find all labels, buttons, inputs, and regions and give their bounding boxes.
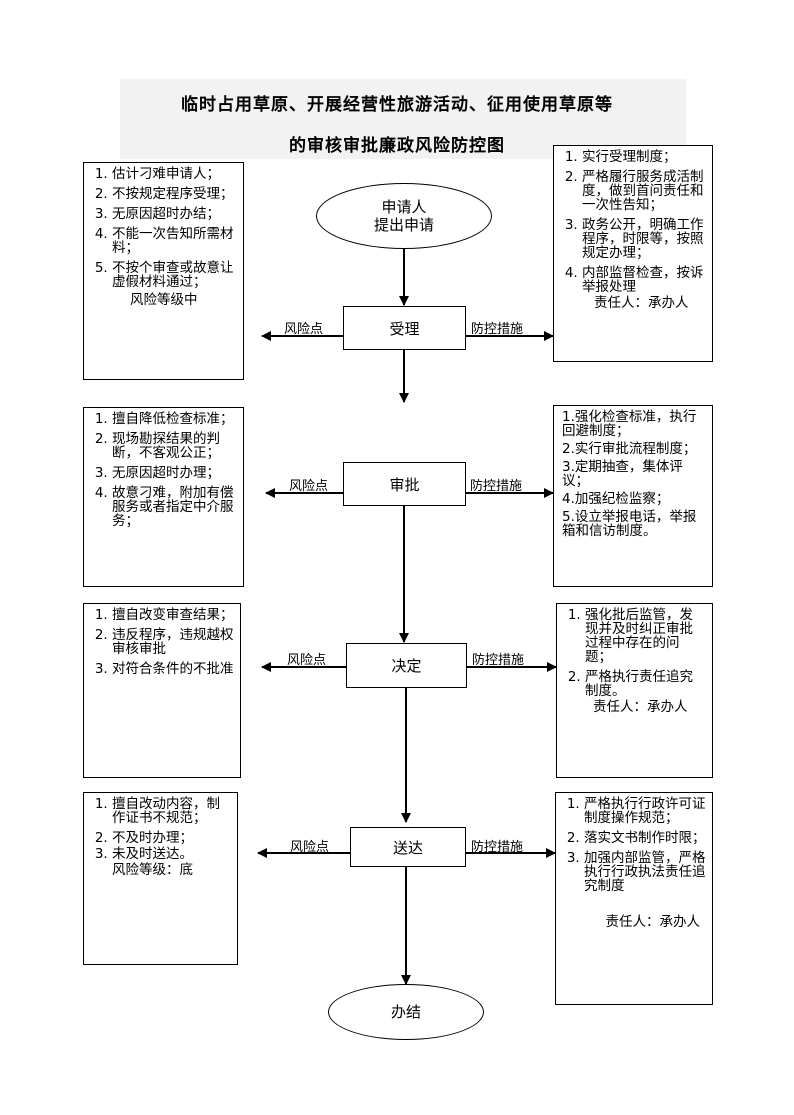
step-label-1: 受理 — [389, 319, 420, 338]
step-box-2: 审批 — [343, 462, 466, 506]
control-3-item: 强化批后监管，发现并及时纠正审批过程中存在的问题； — [585, 608, 706, 664]
risk-label-4: 风险点 — [290, 840, 330, 855]
control-1-item: 实行受理制度； — [582, 150, 706, 164]
control-label-4: 防控措施 — [471, 840, 524, 855]
risk-3-item: 对符合条件的不批准 — [112, 662, 234, 676]
risk-1-item: 估计刁难申请人； — [112, 167, 237, 181]
start-line2: 提出申请 — [373, 216, 434, 234]
risk-label-2: 风险点 — [289, 479, 329, 494]
control-2-item: 5.设立举报电话，举报箱和信访制度。 — [562, 509, 697, 539]
step-box-4: 送达 — [350, 827, 466, 867]
risk-box-3: 擅自改变审查结果； 违反程序，违规越权审核审批 对符合条件的不批准 — [83, 603, 241, 778]
risk-box-1: 估计刁难申请人； 不按规定程序受理； 无原因超时办结； 不能一次告知所需材料； … — [83, 162, 244, 380]
control-2-item: 4.加强纪检监察； — [562, 491, 670, 507]
control-4-responsible: 责任人：承办人 — [605, 914, 701, 930]
step-label-2: 审批 — [389, 475, 420, 494]
risk-label-1: 风险点 — [284, 322, 324, 337]
end-node: 办结 — [328, 984, 484, 1040]
risk-1-item: 不按规定程序受理； — [112, 187, 237, 201]
start-line1: 申请人 — [381, 198, 427, 216]
control-label-2: 防控措施 — [470, 479, 523, 494]
risk-box-4: 擅自改动内容，制作证书不规范； 不及时办理； 未及时送达。 风险等级：底 — [83, 792, 238, 965]
risk-1-item: 无原因超时办结； — [112, 207, 237, 221]
control-4-item: 严格执行行政许可证制度操作规范； — [584, 797, 706, 825]
risk-4-item: 不及时办理； — [112, 831, 231, 845]
risk-2-item: 故意刁难，附加有偿服务或者指定中介服务； — [112, 486, 237, 528]
risk-2-item: 无原因超时办理； — [112, 466, 237, 480]
control-1-item: 内部监督检查，按诉举报处理 — [582, 266, 706, 294]
control-1-item: 严格履行服务成活制度，做到首问责任和一次性告知； — [582, 170, 706, 212]
control-1-responsible: 责任人：承办人 — [594, 295, 689, 311]
risk-2-item: 现场勘探结果的判断，不客观公正； — [112, 432, 237, 460]
risk-4-level: 风险等级：底 — [112, 862, 193, 878]
control-box-2: 1.强化检查标准，执行回避制度； 2.实行审批流程制度； 3.定期抽查，集体评议… — [553, 405, 713, 587]
control-3-responsible: 责任人：承办人 — [593, 699, 688, 715]
risk-3-item: 擅自改变审查结果； — [112, 608, 234, 622]
risk-1-item: 不按个审查或故意让虚假材料通过； — [112, 261, 237, 289]
risk-1-level: 风险等级中 — [130, 292, 198, 308]
control-2-item: 2.实行审批流程制度； — [562, 441, 697, 457]
risk-1-item: 不能一次告知所需材料； — [112, 227, 237, 255]
risk-2-item: 擅自降低检查标准； — [112, 412, 237, 426]
step-label-3: 决定 — [391, 657, 422, 675]
step-box-3: 决定 — [346, 643, 467, 688]
diagram-title-line2: 的审核审批廉政风险防控图 — [289, 136, 505, 156]
control-2-item: 3.定期抽查，集体评议； — [562, 459, 683, 489]
risk-4-item: 擅自改动内容，制作证书不规范； — [112, 797, 231, 825]
risk-box-2: 擅自降低检查标准； 现场勘探结果的判断，不客观公正； 无原因超时办理； 故意刁难… — [83, 407, 244, 587]
control-box-4: 严格执行行政许可证制度操作规范； 落实文书制作时限； 加强内部监管，严格执行行政… — [555, 792, 713, 1005]
start-node: 申请人 提出申请 — [316, 183, 492, 249]
control-1-item: 政务公开，明确工作程序，时限等，按照规定办理； — [582, 218, 706, 260]
control-4-item: 落实文书制作时限； — [584, 831, 706, 845]
control-2-item: 1.强化检查标准，执行回避制度； — [562, 409, 697, 439]
control-box-3: 强化批后监管，发现并及时纠正审批过程中存在的问题； 严格执行责任追究制度。 责任… — [556, 603, 713, 778]
control-3-item: 严格执行责任追究制度。 — [585, 670, 706, 698]
risk-label-3: 风险点 — [287, 653, 327, 668]
step-label-4: 送达 — [392, 838, 423, 857]
risk-3-item: 违反程序，违规越权审核审批 — [112, 628, 234, 656]
control-label-3: 防控措施 — [472, 653, 525, 668]
risk-4-item: 未及时送达。 — [112, 847, 231, 861]
end-label: 办结 — [390, 1003, 421, 1021]
diagram-title-line1: 临时占用草原、开展经营性旅游活动、征用使用草原等 — [181, 95, 613, 115]
control-label-1: 防控措施 — [471, 322, 524, 337]
control-4-item: 加强内部监管，严格执行行政执法责任追究制度 — [584, 851, 706, 893]
control-box-1: 实行受理制度； 严格履行服务成活制度，做到首问责任和一次性告知； 政务公开，明确… — [553, 145, 713, 362]
step-box-1: 受理 — [343, 306, 466, 350]
